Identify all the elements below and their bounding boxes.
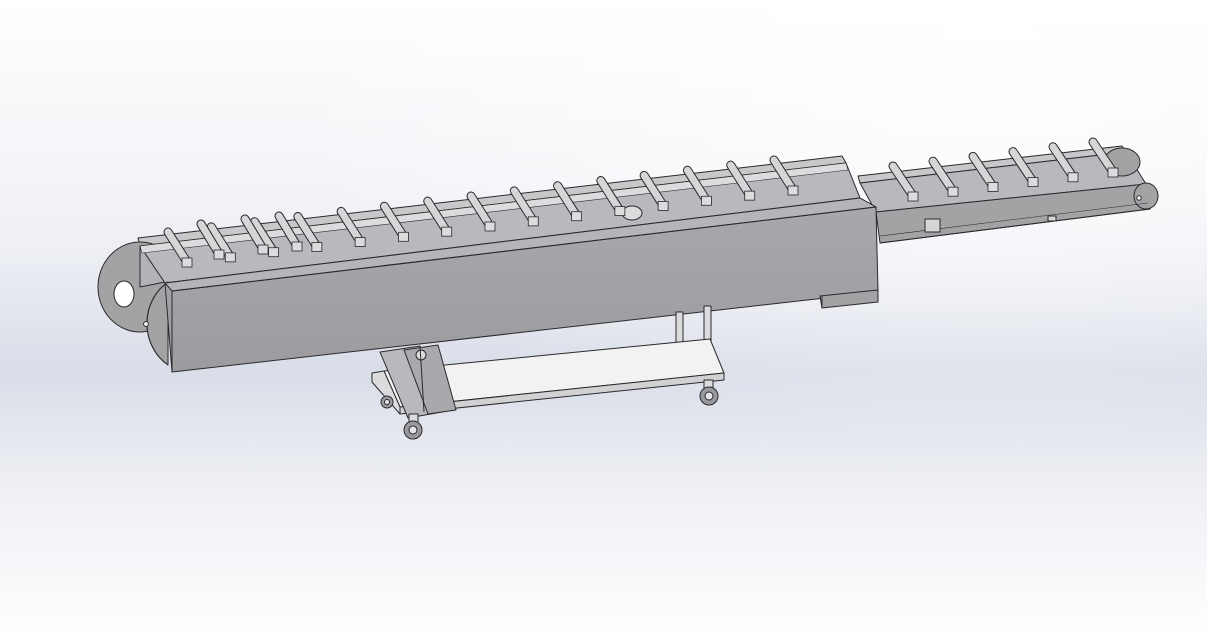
- cleat: [682, 165, 712, 206]
- cleat: [509, 186, 539, 227]
- cleat: [968, 151, 999, 192]
- cleat: [163, 227, 193, 268]
- cleat: [240, 214, 269, 255]
- cleat: [726, 160, 756, 201]
- stand-cart: [371, 305, 725, 440]
- cleat: [423, 196, 453, 237]
- cleat: [466, 191, 496, 232]
- caster-wheel: [380, 395, 394, 409]
- cleat: [1008, 147, 1039, 188]
- cleat: [1048, 142, 1079, 183]
- cleat: [928, 156, 959, 197]
- caster-wheel: [403, 413, 423, 440]
- cleat: [1088, 137, 1119, 178]
- cleat: [639, 170, 669, 211]
- cleat: [293, 212, 323, 252]
- cleat: [379, 201, 409, 242]
- cleat: [888, 161, 919, 202]
- cleat: [206, 222, 236, 263]
- main-conveyor: [97, 155, 879, 373]
- cleat: [250, 217, 279, 258]
- cleat: [274, 211, 303, 252]
- cleat: [196, 219, 225, 260]
- cleat: [553, 181, 582, 222]
- caster-wheel: [699, 379, 719, 406]
- belt-cleats: [163, 137, 1119, 268]
- cleat: [336, 206, 366, 247]
- cleat: [769, 155, 799, 196]
- cleat: [596, 176, 626, 216]
